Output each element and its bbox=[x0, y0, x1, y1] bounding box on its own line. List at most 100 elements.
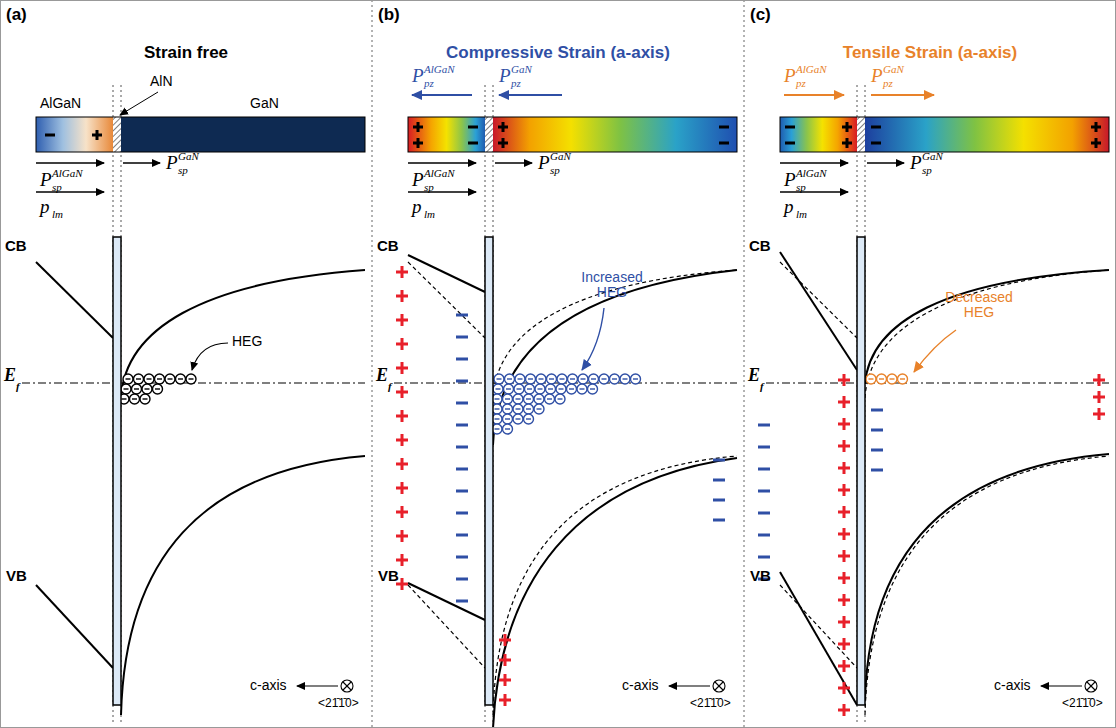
aln-barrier bbox=[113, 237, 121, 705]
electron bbox=[503, 394, 513, 404]
electron bbox=[524, 394, 534, 404]
symbol-superscript: GaN bbox=[511, 63, 532, 75]
electron-sign bbox=[507, 378, 512, 379]
minus-charge bbox=[456, 336, 468, 339]
electron-sign bbox=[591, 378, 596, 379]
symbol-subscript: pz bbox=[883, 77, 893, 89]
electron-sign bbox=[124, 388, 129, 389]
minus-charge bbox=[456, 314, 468, 317]
band-edge bbox=[780, 252, 857, 370]
minus-charge bbox=[713, 519, 725, 522]
into-page-symbol bbox=[343, 682, 351, 690]
symbol-subscript: lm bbox=[796, 208, 807, 220]
plus-charge bbox=[843, 440, 846, 452]
minus-charge bbox=[456, 358, 468, 361]
electron-sign bbox=[559, 388, 564, 389]
fermi-subscript: f bbox=[760, 380, 764, 392]
into-page-symbol bbox=[341, 680, 353, 692]
minus-charge bbox=[456, 600, 468, 603]
symbol-subscript: lm bbox=[424, 208, 435, 220]
symbol-subscript: lm bbox=[52, 208, 63, 220]
electron-sign bbox=[539, 378, 544, 379]
electron-sign bbox=[548, 388, 553, 389]
symbol-subscript: pz bbox=[796, 77, 806, 89]
plus-charge bbox=[1098, 374, 1101, 386]
plus-charge bbox=[846, 138, 849, 148]
minus-charge bbox=[758, 446, 770, 449]
electron-sign bbox=[495, 418, 500, 419]
electron-sign bbox=[168, 378, 173, 379]
electron bbox=[577, 384, 587, 394]
unstrained-band-edge bbox=[865, 270, 1109, 398]
plus-charge bbox=[1095, 122, 1098, 132]
electron-sign bbox=[134, 388, 139, 389]
electron bbox=[620, 374, 630, 384]
band-edge bbox=[36, 585, 113, 668]
band-edge bbox=[865, 454, 1109, 700]
minus-charge bbox=[456, 512, 468, 515]
electron bbox=[557, 374, 567, 384]
plus-charge bbox=[401, 578, 404, 590]
algan-layer bbox=[36, 117, 113, 152]
electron-sign bbox=[505, 428, 510, 429]
electron bbox=[877, 374, 887, 384]
minus-charge bbox=[456, 380, 468, 383]
band-edge bbox=[121, 270, 365, 398]
electron bbox=[504, 384, 514, 394]
minus-charge bbox=[456, 424, 468, 427]
electron-sign bbox=[516, 418, 521, 419]
plus-charge bbox=[504, 674, 507, 686]
electron-sign bbox=[526, 398, 531, 399]
electron bbox=[503, 414, 513, 424]
leader-line bbox=[582, 308, 604, 370]
plus-charge bbox=[843, 682, 846, 694]
layer-outline bbox=[780, 117, 1109, 152]
electron bbox=[555, 394, 565, 404]
minus-charge bbox=[785, 142, 795, 145]
plus-charge bbox=[401, 266, 404, 278]
electron bbox=[140, 394, 150, 404]
symbol-subscript: pz bbox=[424, 77, 434, 89]
plus-charge bbox=[1098, 408, 1101, 420]
plus-charge bbox=[401, 530, 404, 542]
polarization-arrow bbox=[784, 94, 844, 96]
axis-arrow bbox=[669, 685, 710, 686]
leader-line bbox=[914, 330, 956, 372]
minus-charge bbox=[871, 469, 883, 472]
electron bbox=[165, 374, 175, 384]
plus-charge bbox=[1095, 138, 1098, 148]
plus-charge bbox=[502, 122, 505, 132]
electron bbox=[866, 374, 876, 384]
axis-arrow bbox=[297, 685, 338, 686]
polarization-arrow bbox=[36, 191, 104, 192]
electron bbox=[534, 404, 544, 414]
polarization-arrow bbox=[499, 94, 562, 96]
electron-sign bbox=[147, 378, 152, 379]
layer-name: GaN bbox=[250, 96, 279, 111]
plus-charge bbox=[843, 506, 846, 518]
band-edge bbox=[780, 572, 857, 705]
electron-sign bbox=[537, 408, 542, 409]
electron-sign bbox=[126, 378, 131, 379]
into-page-symbol bbox=[343, 682, 351, 690]
plus-charge bbox=[843, 704, 846, 716]
fermi-subscript: f bbox=[388, 380, 392, 392]
minus-charge bbox=[758, 512, 770, 515]
minus-charge bbox=[719, 126, 729, 129]
electron-sign bbox=[518, 378, 523, 379]
electron-sign bbox=[879, 378, 884, 379]
electron bbox=[588, 384, 598, 394]
heg-label: Increased HEG bbox=[572, 270, 652, 301]
plus-charge bbox=[401, 314, 404, 326]
plus-charge bbox=[96, 130, 99, 140]
symbol-superscript: AlGaN bbox=[52, 167, 83, 179]
plus-charge bbox=[504, 694, 507, 706]
plus-charge bbox=[843, 550, 846, 562]
electron bbox=[155, 374, 165, 384]
plus-charge bbox=[502, 138, 505, 148]
electron bbox=[515, 374, 525, 384]
electron-sign bbox=[580, 388, 585, 389]
